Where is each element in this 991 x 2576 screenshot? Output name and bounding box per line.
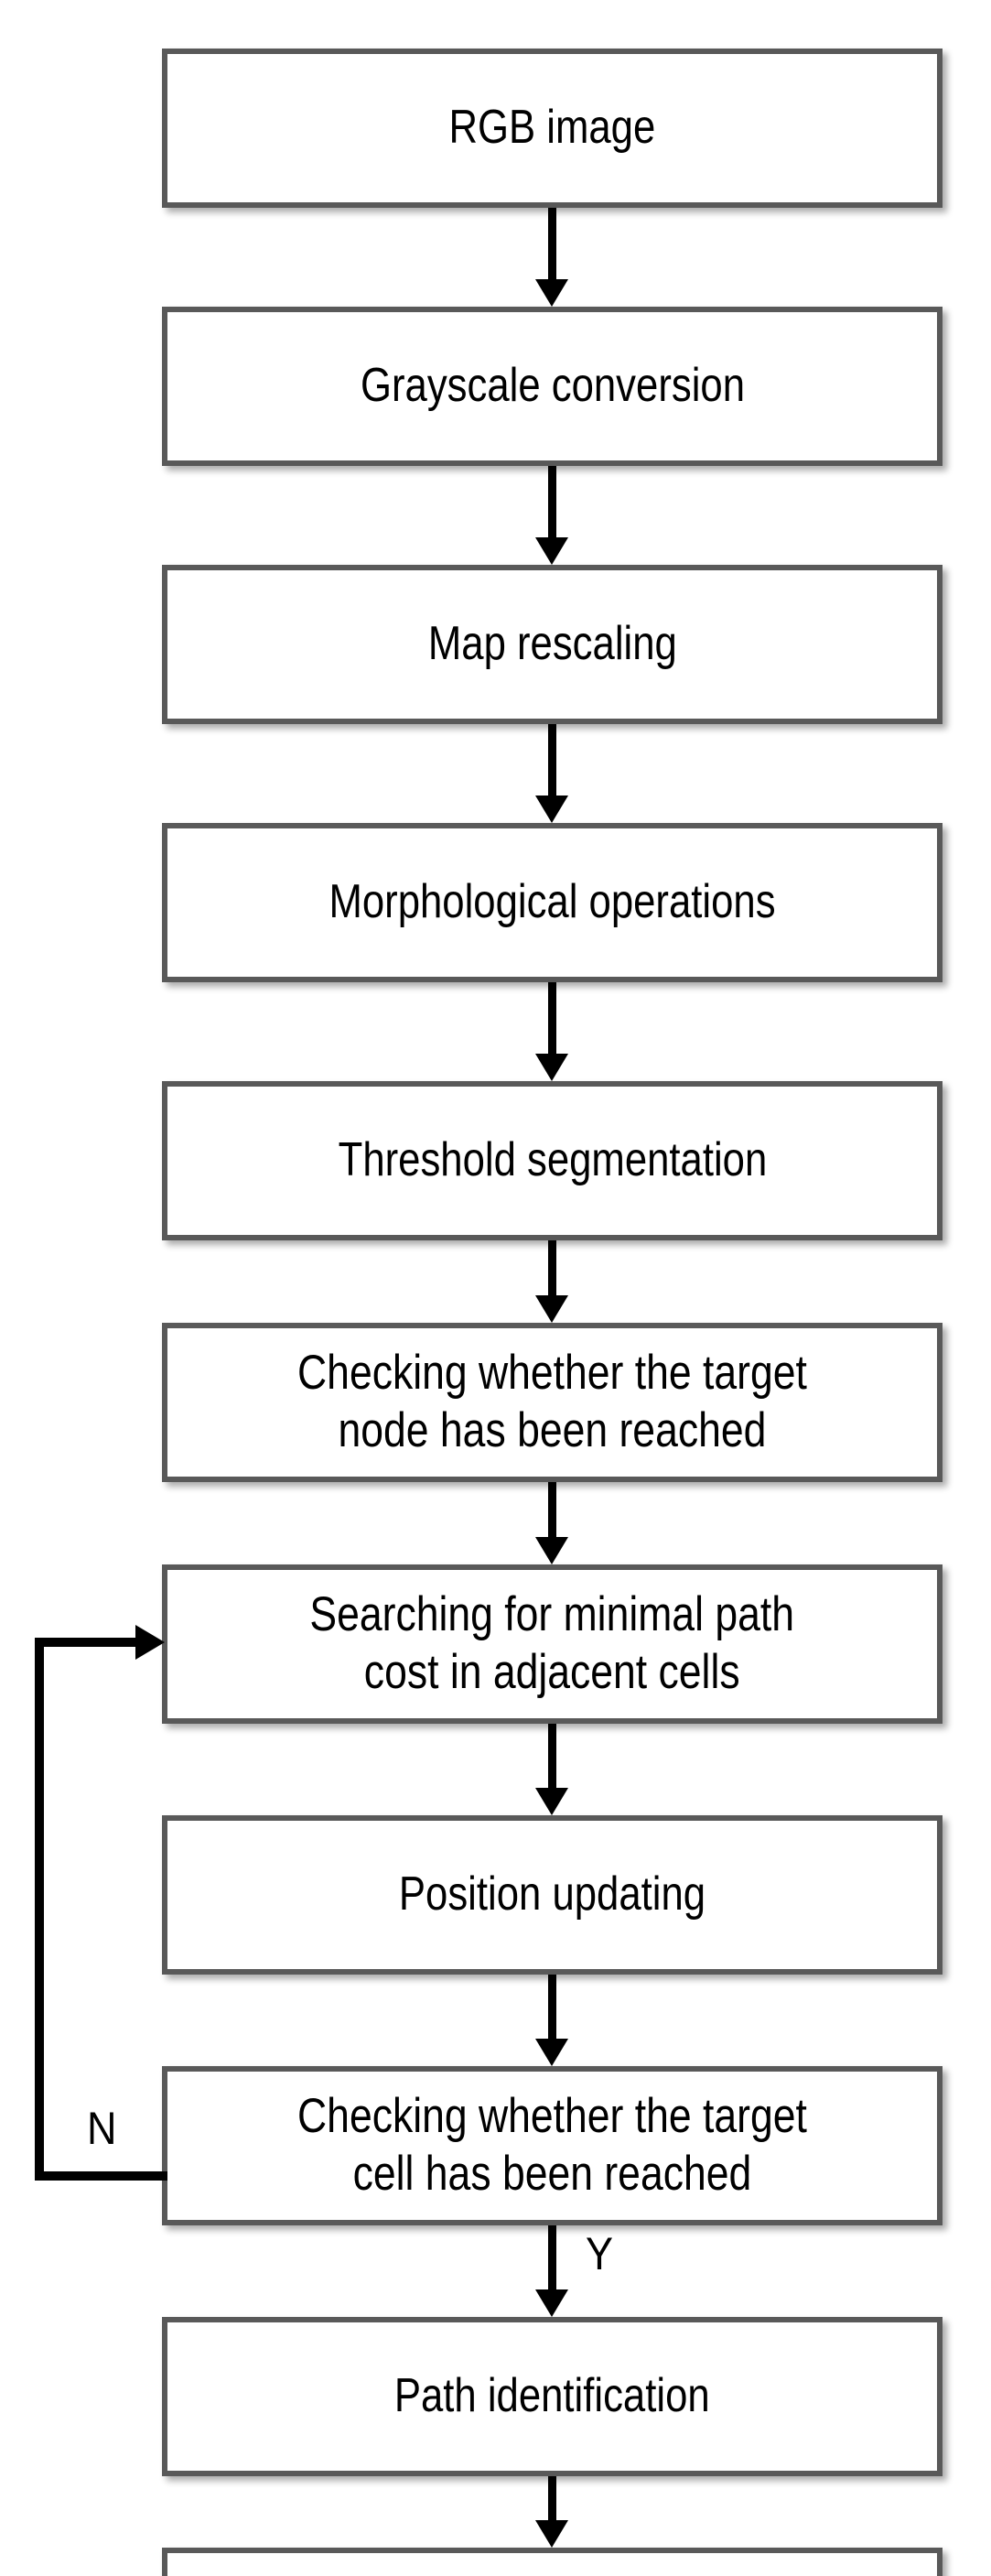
node-label: Searching for minimal path cost in adjac… — [309, 1587, 795, 1699]
edge-label-no: N — [87, 2103, 117, 2154]
node-label: Grayscale conversion — [360, 359, 745, 413]
node-path-identification[interactable]: Path identification — [162, 2317, 943, 2476]
arrow-shaft — [547, 1975, 556, 2039]
node-threshold-segmentation[interactable]: Threshold segmentation — [162, 1081, 943, 1240]
arrow-head — [535, 2289, 568, 2317]
arrow-shaft — [547, 2476, 556, 2520]
node-label: Position updating — [398, 1867, 706, 1921]
node-label: RGB image — [448, 101, 656, 155]
arrow-head — [535, 2039, 568, 2066]
arrow-head — [535, 2520, 568, 2548]
node-label: Checking whether the target cell has bee… — [297, 2089, 807, 2201]
arrow-shaft — [547, 982, 556, 1054]
node-check-target-node-reached[interactable]: Checking whether the target node has bee… — [162, 1323, 943, 1482]
arrow-shaft — [547, 1482, 556, 1537]
arrow-head — [535, 537, 568, 565]
node-label: Morphological operations — [329, 875, 776, 929]
arrow-head — [535, 796, 568, 823]
arrow-shaft — [547, 208, 556, 279]
arrow-shaft — [547, 466, 556, 537]
node-label: Map rescaling — [427, 617, 677, 671]
arrow-head — [535, 1054, 568, 1081]
arrow-head — [535, 1295, 568, 1323]
edge-label-yes: Y — [586, 2228, 614, 2279]
node-map-rescaling[interactable]: Map rescaling — [162, 565, 943, 724]
arrow-shaft — [547, 1724, 556, 1788]
arrow-head — [535, 1537, 568, 1564]
node-search-minimal-path-cost[interactable]: Searching for minimal path cost in adjac… — [162, 1564, 943, 1724]
loop-arrow-head — [135, 1625, 165, 1660]
arrow-head — [535, 279, 568, 307]
node-morphological-operations[interactable]: Morphological operations — [162, 823, 943, 982]
arrow-shaft — [547, 1240, 556, 1295]
node-coordinates-rescaling[interactable]: Coordinates rescaling — [162, 2548, 943, 2576]
node-label: Threshold segmentation — [338, 1133, 767, 1187]
loop-segment-vertical — [35, 1638, 44, 2181]
arrow-head — [535, 1788, 568, 1815]
arrow-shaft — [547, 724, 556, 796]
node-label: Path identification — [394, 2369, 710, 2423]
loop-segment-top — [35, 1638, 140, 1647]
loop-segment-bottom — [35, 2171, 167, 2181]
node-grayscale-conversion[interactable]: Grayscale conversion — [162, 307, 943, 466]
node-position-updating[interactable]: Position updating — [162, 1815, 943, 1975]
node-rgb-image[interactable]: RGB image — [162, 49, 943, 208]
arrow-shaft — [547, 2225, 556, 2289]
node-check-target-cell-reached[interactable]: Checking whether the target cell has bee… — [162, 2066, 943, 2225]
node-label: Checking whether the target node has bee… — [297, 1346, 807, 1457]
